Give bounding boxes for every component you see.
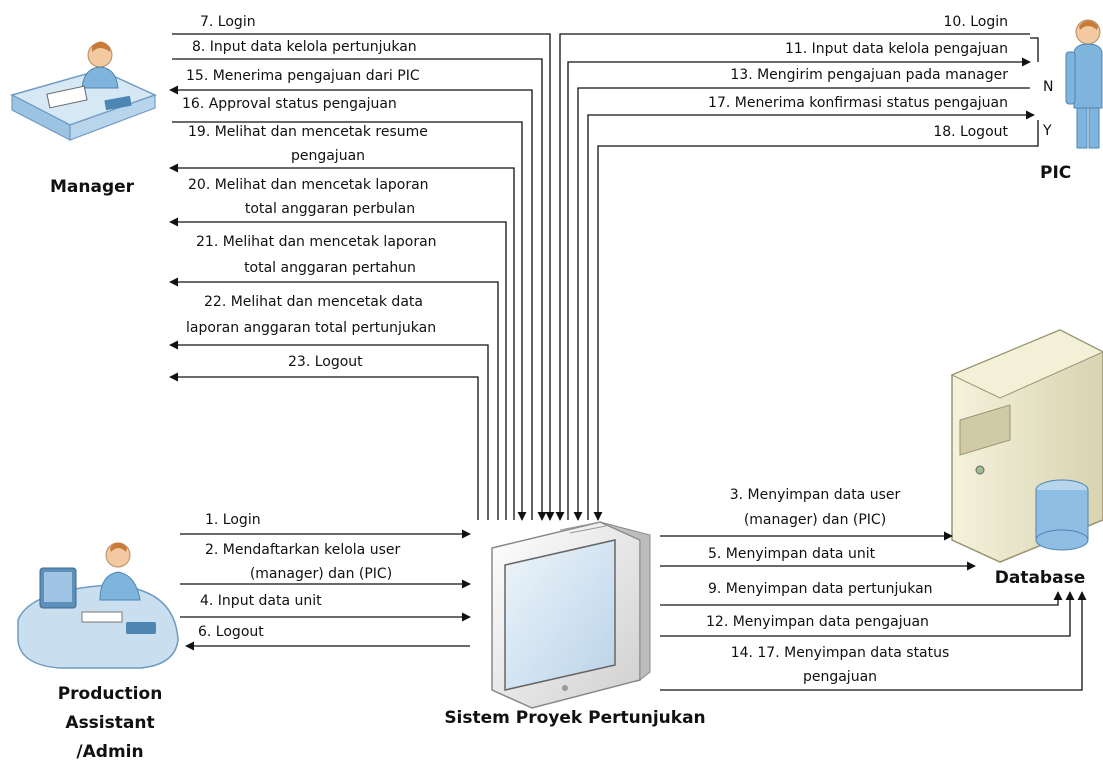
system-label: Sistem Proyek Pertunjukan	[444, 708, 705, 728]
pic-flow-label: 17. Menerima konfirmasi status pengajuan	[708, 95, 1008, 111]
flow-arrow-18	[593, 145, 1030, 521]
database-flow-group: 3. Menyimpan data user (manager) dan (PI…	[660, 487, 1087, 691]
flow-arrow-9	[660, 591, 1063, 606]
db-flow-label-cont: (manager) dan (PIC)	[744, 512, 886, 528]
flow-arrow-11	[567, 57, 1031, 520]
admin-flow-group: 1. Login 2. Mendaftarkan kelola user (ma…	[180, 512, 471, 651]
manager-flow-label: 19. Melihat dan mencetak resume	[188, 124, 428, 140]
flow-arrow-8	[172, 58, 547, 521]
flow-arrow-21	[169, 277, 499, 520]
db-flow-label: 14. 17. Menyimpan data status	[731, 645, 950, 661]
db-flow-label: 5. Menyimpan data unit	[708, 546, 876, 562]
flow-arrow-20	[169, 217, 507, 520]
manager-flow-label: 23. Logout	[288, 354, 363, 370]
pic-flow-label: 13. Mengirim pengajuan pada manager	[730, 67, 1008, 83]
db-flow-label: 12. Menyimpan data pengajuan	[706, 614, 929, 630]
admin-flow-label: 4. Input data unit	[200, 593, 322, 609]
flow-arrow-15	[169, 85, 533, 520]
manager-flow-label: 21. Melihat dan mencetak laporan	[196, 234, 437, 250]
admin-icon	[17, 542, 179, 669]
admin-flow-label: 2. Mendaftarkan kelola user	[205, 542, 400, 558]
database-label: Database	[995, 568, 1085, 588]
pic-flag-y: Y	[1042, 123, 1052, 139]
flow-arrow-13	[573, 87, 1030, 521]
db-flow-label: 9. Menyimpan data pertunjukan	[708, 581, 933, 597]
flow-arrow-19	[169, 163, 515, 520]
manager-flow-group: 7. Login 8. Input data kelola pertunjuka…	[169, 14, 555, 521]
manager-flow-label: 22. Melihat dan mencetak data	[204, 294, 423, 310]
manager-flow-label-cont: total anggaran perbulan	[245, 201, 415, 217]
manager-icon	[9, 41, 158, 141]
manager-flow-label: 8. Input data kelola pertunjukan	[192, 39, 417, 55]
flow-arrow-12	[660, 591, 1075, 637]
flow-arrow-22	[169, 340, 489, 520]
db-flow-label-cont: pengajuan	[803, 669, 877, 685]
manager-flow-label: 16. Approval status pengajuan	[182, 96, 397, 112]
computer-monitor-icon	[491, 521, 651, 709]
admin-label-line3: /Admin	[76, 742, 143, 762]
pic-icon	[1065, 19, 1103, 149]
manager-flow-label-cont: pengajuan	[291, 148, 365, 164]
pic-flow-label: 10. Login	[944, 14, 1008, 30]
flow-arrow-10	[555, 33, 1030, 521]
admin-label-line1: Production	[58, 684, 163, 704]
admin-flow-label: 1. Login	[205, 512, 261, 528]
manager-flow-label: 20. Melihat dan mencetak laporan	[188, 177, 429, 193]
admin-flow-label: 6. Logout	[198, 624, 264, 640]
database-server-icon	[950, 329, 1103, 563]
manager-flow-label-cont: laporan anggaran total pertunjukan	[186, 320, 436, 336]
admin-label-line2: Assistant	[65, 713, 154, 733]
manager-flow-label: 7. Login	[200, 14, 256, 30]
manager-flow-label-cont: total anggaran pertahun	[244, 260, 416, 276]
pic-flow-group: 10. Login 11. Input data kelola pengajua…	[555, 14, 1039, 521]
pic-flow-label: 18. Logout	[933, 124, 1008, 140]
manager-flow-label: 15. Menerima pengajuan dari PIC	[186, 68, 420, 84]
flow-arrow-7	[172, 33, 555, 521]
flow-arrow-17	[587, 110, 1035, 520]
admin-flow-label-cont: (manager) dan (PIC)	[250, 566, 392, 582]
pic-flag-n: N	[1043, 79, 1053, 95]
pic-bracket-y	[1030, 120, 1039, 147]
flow-arrow-16	[172, 121, 527, 521]
pic-label: PIC	[1040, 163, 1071, 183]
flow-arrow-23	[169, 372, 479, 520]
pic-flow-label: 11. Input data kelola pengajuan	[785, 41, 1008, 57]
manager-label: Manager	[50, 177, 135, 197]
flow-arrow-14	[660, 591, 1087, 691]
db-flow-label: 3. Menyimpan data user	[730, 487, 901, 503]
pic-bracket-n	[1030, 37, 1039, 62]
